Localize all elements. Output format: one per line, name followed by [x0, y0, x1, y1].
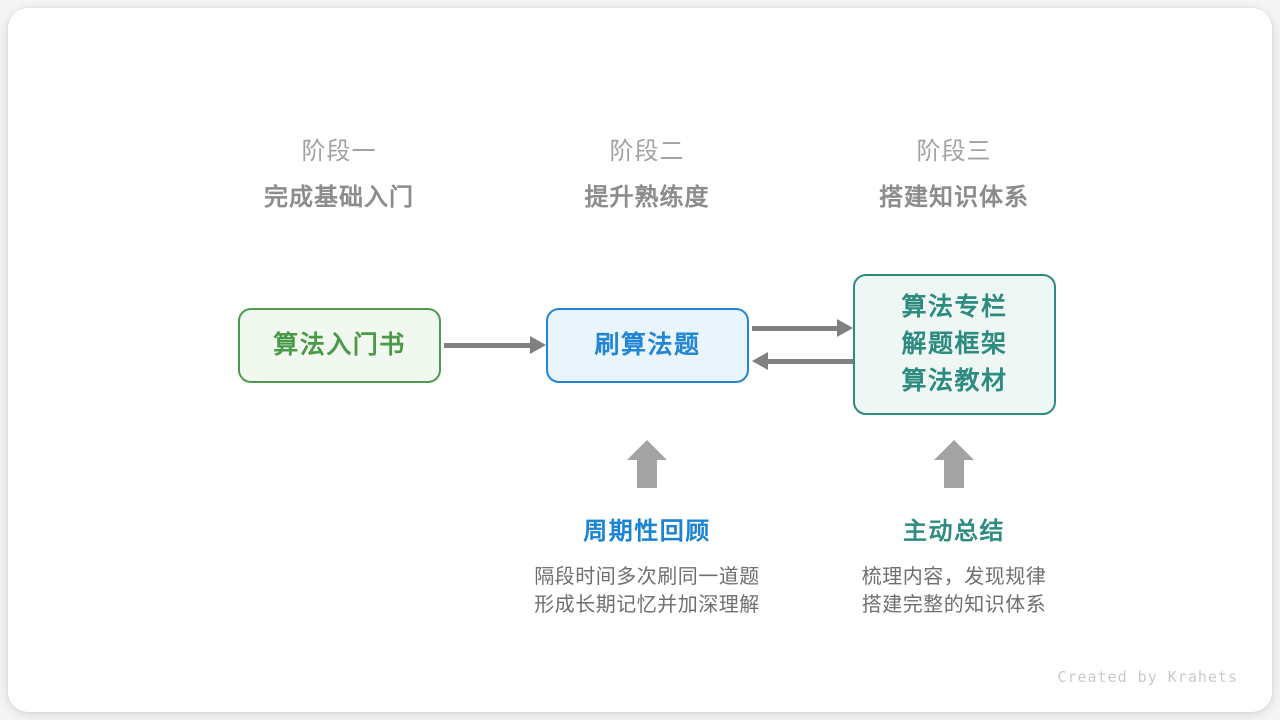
node-system-line-2: 解题框架 [901, 330, 1008, 358]
node-knowledge-system[interactable]: 算法专栏 解题框架 算法教材 [853, 274, 1056, 415]
footer-credit: Created by Krahets [1057, 668, 1238, 686]
arrow-up-icon-review [627, 440, 667, 488]
node-practice-line-1: 刷算法题 [594, 331, 701, 359]
annotation-desc-review: 隔段时间多次刷同一道题 形成长期记忆并加深理解 [497, 563, 797, 619]
annotation-desc-summary-line-2: 搭建完整的知识体系 [861, 594, 1047, 616]
annotation-desc-review-line-2: 形成长期记忆并加深理解 [534, 594, 760, 616]
arrow-right-icon-book-to-practice [444, 333, 546, 357]
arrow-left-icon-system-to-practice [752, 349, 853, 373]
arrow-shaft [765, 358, 853, 364]
annotation-active-summary: 主动总结 梳理内容，发现规律 搭建完整的知识体系 [804, 516, 1104, 619]
diagram-card: 阶段一 完成基础入门 阶段二 提升熟练度 阶段三 搭建知识体系 算法入门书 刷算… [8, 8, 1272, 712]
arrow-shaft [752, 325, 840, 331]
stage-label-1: 阶段一 [301, 138, 377, 165]
annotation-periodic-review: 周期性回顾 隔段时间多次刷同一道题 形成长期记忆并加深理解 [497, 516, 797, 619]
node-algorithm-intro-book[interactable]: 算法入门书 [238, 308, 441, 383]
arrow-shaft [444, 342, 533, 348]
stage-title-1: 完成基础入门 [264, 184, 414, 211]
arrow-head [752, 352, 768, 370]
stage-label-2: 阶段二 [609, 138, 685, 165]
annotation-desc-review-line-1: 隔段时间多次刷同一道题 [534, 566, 760, 588]
stage-title-3: 搭建知识体系 [879, 184, 1029, 211]
annotation-desc-summary: 梳理内容，发现规律 搭建完整的知识体系 [804, 563, 1104, 619]
stage-header-1: 阶段一 完成基础入门 [219, 135, 459, 215]
annotation-desc-summary-line-1: 梳理内容，发现规律 [861, 566, 1047, 588]
arrow-head [530, 336, 546, 354]
arrow-up-icon-summary [934, 440, 974, 488]
node-book-line-1: 算法入门书 [273, 331, 406, 359]
stage-label-3: 阶段三 [916, 138, 992, 165]
annotation-title-summary: 主动总结 [903, 518, 1005, 545]
annotation-title-review: 周期性回顾 [583, 518, 711, 545]
node-system-line-1: 算法专栏 [901, 293, 1008, 321]
stage-header-3: 阶段三 搭建知识体系 [834, 135, 1074, 215]
stage-header-2: 阶段二 提升熟练度 [527, 135, 767, 215]
stage-title-2: 提升熟练度 [584, 184, 710, 211]
node-system-line-3: 算法教材 [901, 367, 1008, 395]
node-practice-problems[interactable]: 刷算法题 [546, 308, 749, 383]
arrow-head [837, 319, 853, 337]
arrow-right-icon-practice-to-system [752, 316, 853, 340]
